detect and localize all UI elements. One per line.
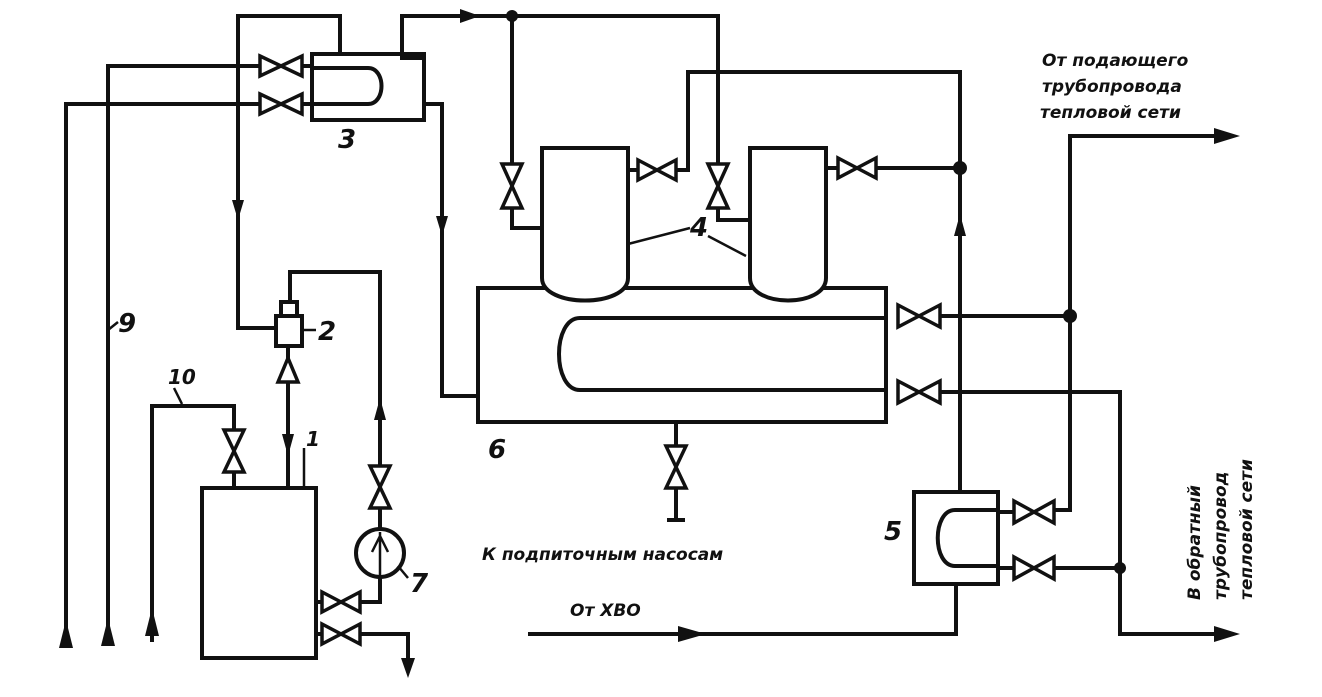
pipe-hvo — [528, 582, 958, 636]
label-4: 4 — [689, 213, 708, 243]
label-5: 5 — [884, 517, 902, 547]
valve-coil-top — [896, 302, 942, 330]
leader-4a — [627, 226, 691, 246]
arrow-down-ejector — [282, 434, 294, 456]
deaerator-tank-6 — [476, 286, 888, 424]
pipe-ejector-loop — [288, 270, 382, 468]
arrow-tank1-drain — [401, 658, 415, 678]
arrow-to-return — [1214, 626, 1240, 642]
pipe-coil-bot-out — [938, 390, 1224, 636]
text-from-supply-2: трубопровода — [1042, 77, 1182, 97]
valve-hx5-supply — [1012, 498, 1056, 526]
label-3: 3 — [338, 125, 356, 155]
valve-col4b-steam — [836, 155, 878, 181]
pipe-col4b-feed-low — [716, 206, 752, 222]
valve-col4a-steam — [636, 157, 678, 183]
leader-4b — [707, 234, 747, 258]
valve-hx3-a — [258, 53, 304, 79]
label-6: 6 — [488, 435, 506, 465]
junction-steam — [953, 161, 967, 175]
junction-supply — [1063, 309, 1077, 323]
pipe-hx3-to-tank6 — [422, 102, 480, 398]
valve-line-10 — [221, 428, 247, 474]
text-to-makeup-pumps: К подпиточным насосам — [482, 545, 723, 565]
pipe-line-10 — [150, 404, 236, 642]
arrow-up-line-far-left — [59, 620, 73, 648]
label-2: 2 — [318, 317, 336, 347]
arrow-up-line-9 — [101, 618, 115, 646]
deaeration-column-4b — [748, 146, 828, 303]
arrow-up-pump-loop — [374, 398, 386, 420]
heat-exchanger-5 — [912, 490, 1000, 586]
arrow-hvo — [678, 626, 706, 642]
arrow-to-supply — [1214, 128, 1240, 144]
pipe-hx3-top — [400, 14, 720, 166]
heat-exchanger-3-coil — [312, 66, 384, 106]
deaeration-column-4a — [540, 146, 630, 303]
text-from-supply-1: От подающего — [1042, 51, 1189, 71]
pipe-col4a-steam-2 — [674, 70, 962, 490]
valve-col4a-feed — [499, 162, 525, 210]
arrow-down-to-ejector — [232, 200, 244, 220]
valve-ejector — [275, 353, 301, 384]
valve-col4b-feed — [705, 162, 731, 210]
label-10: 10 — [168, 365, 196, 389]
text-to-return-1: В обратный — [1185, 485, 1205, 600]
arrow-up-line-10 — [145, 608, 159, 636]
label-9: 9 — [118, 309, 136, 339]
valve-tank6-drain — [663, 444, 689, 490]
pump-7-mark — [370, 532, 390, 575]
label-1: 1 — [306, 427, 320, 451]
pipe-line-9 — [106, 64, 262, 642]
ejector-2-body — [274, 314, 304, 348]
label-7: 7 — [410, 569, 429, 599]
leader-7 — [397, 565, 409, 579]
pipe-top-left — [236, 14, 342, 56]
text-from-supply-3: тепловой сети — [1040, 103, 1181, 123]
heat-exchanger-5-coil — [935, 508, 998, 568]
valve-pump-out — [367, 464, 393, 510]
text-to-return-3: тепловой сети — [1237, 459, 1257, 600]
tank-1 — [200, 486, 318, 660]
deaerator-tank-6-coil — [557, 316, 886, 392]
pipe-col4a-feed-low — [510, 206, 544, 230]
valve-tank1-pump — [320, 589, 362, 615]
arrow-up-steam — [954, 214, 966, 236]
pipe-supply — [1052, 134, 1230, 512]
valve-hx5-return — [1012, 554, 1056, 582]
valve-tank1-drain — [320, 621, 362, 647]
ejector-2-top — [279, 300, 299, 318]
text-to-return-group: В обратный трубопровод тепловой сети — [1185, 459, 1257, 600]
text-to-return-2: трубопровод — [1211, 472, 1231, 600]
heat-exchanger-3 — [310, 52, 426, 122]
arrow-down-to-tank6 — [436, 216, 448, 236]
text-from-hvo: От ХВО — [570, 601, 641, 621]
valve-hx3-b — [258, 91, 304, 117]
pipe-to-ejector — [236, 14, 278, 330]
junction-top — [506, 10, 518, 22]
junction-return — [1114, 562, 1126, 574]
arrow-top-right — [460, 9, 480, 23]
leader-9 — [107, 321, 119, 331]
pipe-tank1-drain — [358, 632, 410, 666]
pipe-far-left — [64, 102, 262, 642]
pipe-pump-bottom — [358, 575, 382, 604]
valve-coil-bot — [896, 378, 942, 406]
leader-10 — [172, 387, 184, 405]
